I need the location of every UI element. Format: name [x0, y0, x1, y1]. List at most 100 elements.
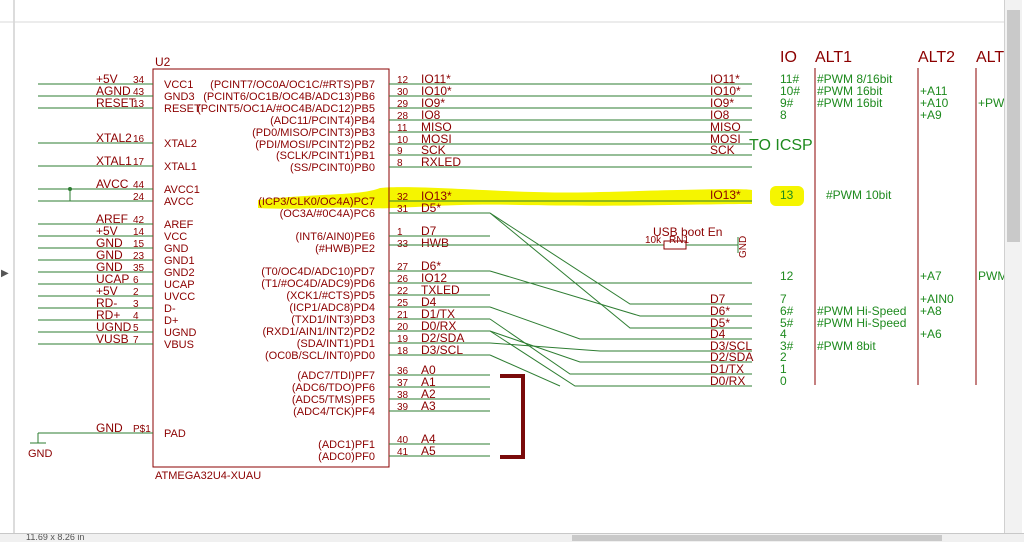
- table-io: 8: [780, 108, 787, 122]
- routing-wires: [489, 212, 752, 387]
- pin-number: 3: [133, 299, 139, 310]
- pin-name: (ADC6/TDO)PF6: [292, 382, 375, 394]
- table-io: 11#: [780, 72, 799, 86]
- net-label: GND: [96, 260, 123, 274]
- pin-name: (OC3A/#0C4A)PC6: [280, 208, 375, 220]
- table-io: 1: [780, 362, 787, 376]
- route-wire: [489, 354, 561, 387]
- pin-number: 1: [397, 227, 403, 238]
- route-wire: [489, 330, 752, 363]
- net-label: HWB: [421, 236, 449, 250]
- pin-number: 22: [397, 286, 409, 297]
- far-net-label: D6*: [710, 304, 730, 318]
- pin-name: (ADC5/TMS)PF5: [292, 394, 375, 406]
- far-net-label: D5*: [710, 316, 730, 330]
- table-alt1: #PWM 16bit: [817, 84, 883, 98]
- sheet-size: 11.69 x 8.26 in: [26, 533, 85, 542]
- net-label: D7: [421, 224, 437, 238]
- net-label: A3: [421, 399, 436, 413]
- pin-number: 17: [133, 157, 145, 168]
- vertical-scroll-thumb[interactable]: [1007, 10, 1020, 242]
- pin-number: 43: [133, 87, 145, 98]
- pin-number: 4: [133, 311, 139, 322]
- pin-number: 21: [397, 310, 409, 321]
- pin-name: (ADC4/TCK)PF4: [293, 406, 375, 418]
- pin-number: 26: [397, 274, 409, 285]
- pin-number: 14: [133, 227, 145, 238]
- pin-number: 19: [397, 334, 409, 345]
- pin-name: GND: [164, 243, 189, 255]
- status-bar: 11.69 x 8.26 in: [0, 533, 1024, 542]
- net-label: RD+: [96, 308, 120, 322]
- net-label: D4: [421, 295, 437, 309]
- net-label: IO10*: [421, 84, 452, 98]
- pin-name: (#HWB)PE2: [315, 243, 375, 255]
- pin-name: (XCK1/#CTS)PD5: [286, 290, 375, 302]
- route-wire: [489, 212, 752, 329]
- net-label: AVCC: [96, 177, 129, 191]
- chip-name: ATMEGA32U4-XUAU: [155, 470, 261, 482]
- pin-number: 37: [397, 378, 409, 389]
- route-wire: [489, 330, 752, 387]
- pin-name: XTAL1: [164, 161, 197, 173]
- pin-number: 34: [133, 75, 145, 86]
- net-label: IO12: [421, 271, 447, 285]
- pin-name: (RXD1/AIN1/INT2)PD2: [263, 326, 375, 338]
- pin-name: (ICP3/CLK0/OC4A)PC7: [258, 196, 375, 208]
- table-io: 12: [780, 269, 794, 283]
- net-label: A4: [421, 432, 436, 446]
- pin-number: 40: [397, 435, 409, 446]
- table-alt2: +A6: [920, 327, 942, 341]
- table-alt2: +A11: [920, 84, 948, 98]
- pin-name: (PCINT7/OC0A/OC1C/#RTS)PB7: [210, 79, 375, 91]
- far-net-label: D7: [710, 292, 726, 306]
- pin-number: 20: [397, 322, 409, 333]
- pin-name: (PCINT5/OC1A/#OC4B/ADC12)PB5: [197, 103, 375, 115]
- pin-name: (ADC1)PF1: [318, 439, 375, 451]
- pin-name: (ADC11/PCINT4)PB4: [270, 115, 375, 127]
- chip-body: [152, 68, 390, 468]
- vertical-scrollbar[interactable]: [1004, 0, 1022, 533]
- net-label: TXLED: [421, 283, 460, 297]
- far-net-label: D0/RX: [710, 374, 745, 388]
- net-label: IO13*: [421, 189, 452, 203]
- pin-name: (PD0/MISO/PCINT3)PB3: [252, 127, 375, 139]
- pin-name: (SCLK/PCINT1)PB1: [276, 150, 375, 162]
- pin-number: 13: [133, 99, 145, 110]
- pin-name: VCC: [164, 231, 187, 243]
- pin-name: (PDI/MOSI/PCINT2)PB2: [255, 139, 375, 151]
- net-label: RESET: [96, 96, 137, 110]
- pin-number: 11: [397, 123, 408, 134]
- table-io: 3#: [780, 339, 794, 353]
- analog-bracket: [500, 374, 525, 459]
- table-io: 13: [780, 188, 794, 202]
- pin-name: GND3: [164, 91, 195, 103]
- pin-number: 31: [397, 204, 409, 215]
- net-label: RD-: [96, 296, 117, 310]
- pin-number: P$1: [133, 424, 151, 435]
- pin-number: 39: [397, 402, 409, 413]
- far-net-label: SCK: [710, 143, 735, 157]
- net-label: A2: [421, 387, 436, 401]
- table-io: 4: [780, 327, 787, 341]
- horizontal-scroll-thumb[interactable]: [572, 535, 942, 541]
- scroll-left-icon[interactable]: ▶: [1, 268, 9, 279]
- table-io: 9#: [780, 96, 794, 110]
- table-io: 6#: [780, 304, 794, 318]
- far-net-label: MISO: [710, 120, 741, 134]
- net-label: XTAL1: [96, 154, 132, 168]
- far-net-label: IO8: [710, 108, 730, 122]
- far-net-label: D3/SCL: [710, 339, 752, 353]
- net-label: MOSI: [421, 132, 452, 146]
- resistor-value: 10k: [645, 235, 662, 246]
- net-label: UCAP: [96, 272, 129, 286]
- pin-number: 38: [397, 390, 409, 401]
- pin-name: (SS/PCINT0)PB0: [290, 162, 375, 174]
- pin-number: 5: [133, 323, 139, 334]
- pin-number: 28: [397, 111, 409, 122]
- resistor-gnd: GND: [738, 236, 749, 258]
